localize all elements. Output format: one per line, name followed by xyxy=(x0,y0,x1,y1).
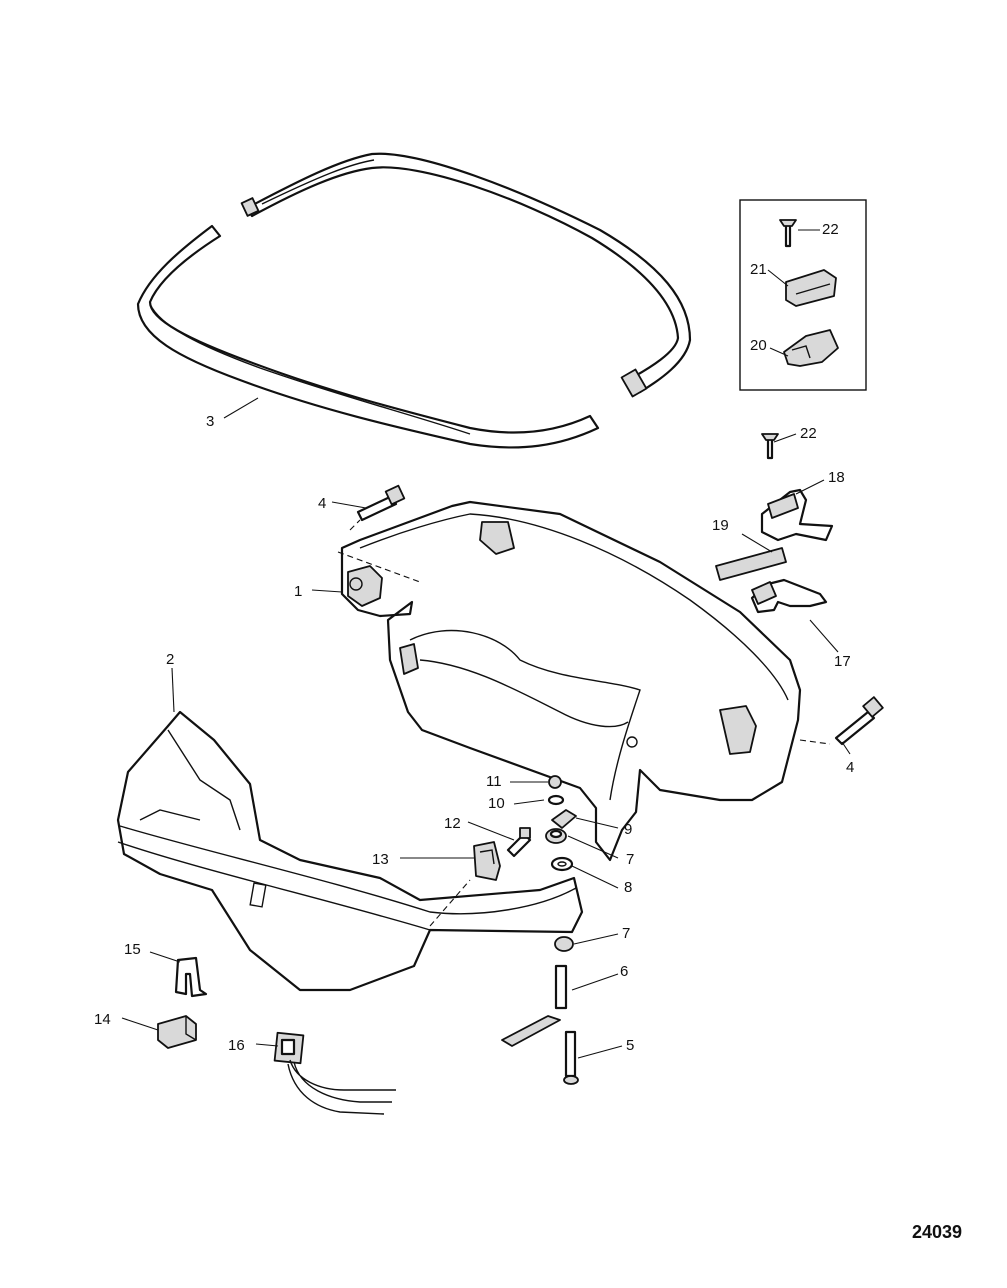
grommet-plug-part xyxy=(157,1015,197,1049)
callout-20: 20 xyxy=(750,337,767,354)
callout-18: 18 xyxy=(828,469,845,486)
callout-5: 5 xyxy=(626,1037,634,1054)
leader-lines xyxy=(121,229,851,1059)
callout-14: 14 xyxy=(94,1011,111,1028)
callout-13: 13 xyxy=(372,851,389,868)
bushing-part-upper xyxy=(545,828,567,844)
bushing-part-lower xyxy=(554,936,574,952)
callout-19: 19 xyxy=(712,517,729,534)
callout-15: 15 xyxy=(124,941,141,958)
inset-box xyxy=(739,199,867,391)
callout-1: 1 xyxy=(294,583,302,600)
callout-9: 9 xyxy=(624,821,632,838)
latch-bracket-part xyxy=(473,841,501,881)
callout-17: 17 xyxy=(834,653,851,670)
front-bottom-cowl-part xyxy=(116,710,584,992)
callout-6: 6 xyxy=(620,963,628,980)
callout-labels: 3 1 2 4 4 5 6 7 7 8 9 10 11 12 13 14 15 … xyxy=(94,221,854,1054)
inset-screw-part xyxy=(779,219,797,248)
callout-12: 12 xyxy=(444,815,461,832)
latch-lever-part xyxy=(501,964,568,1047)
bracket-screw-part xyxy=(761,433,779,460)
bolt-part-left xyxy=(337,484,421,583)
retainer-clip-part xyxy=(174,956,208,998)
callout-4-left: 4 xyxy=(318,495,326,512)
hinge-bracket-lower-part xyxy=(750,578,828,614)
cowl-seal-part xyxy=(136,152,692,449)
washer-part xyxy=(550,856,574,872)
callout-8: 8 xyxy=(624,879,632,896)
callout-21: 21 xyxy=(750,261,767,278)
figure-number: 24039 xyxy=(912,1222,963,1242)
guide-part xyxy=(783,329,839,367)
clip-part xyxy=(785,269,837,307)
adhesive-pad-part xyxy=(715,547,787,581)
callout-3: 3 xyxy=(206,413,214,430)
bolt-part-right xyxy=(799,696,884,746)
rear-bottom-cowl-part xyxy=(340,500,802,862)
latch-hook-part xyxy=(551,809,577,829)
hinge-bracket-upper-part xyxy=(760,488,834,542)
switch-harness-part xyxy=(273,1031,396,1115)
pivot-pin-part xyxy=(563,1030,579,1085)
callout-7-upper: 7 xyxy=(626,851,634,868)
callout-16: 16 xyxy=(228,1037,245,1054)
callout-7-lower: 7 xyxy=(622,925,630,942)
callout-22-inset: 22 xyxy=(822,221,839,238)
callout-11: 11 xyxy=(486,773,502,790)
callout-22-bracket: 22 xyxy=(800,425,817,442)
nut-part xyxy=(548,775,562,789)
callout-10: 10 xyxy=(488,795,505,812)
screw-part xyxy=(506,827,532,858)
flat-washer-part xyxy=(547,794,565,806)
callout-2: 2 xyxy=(166,651,174,668)
callout-4-right: 4 xyxy=(846,759,854,776)
